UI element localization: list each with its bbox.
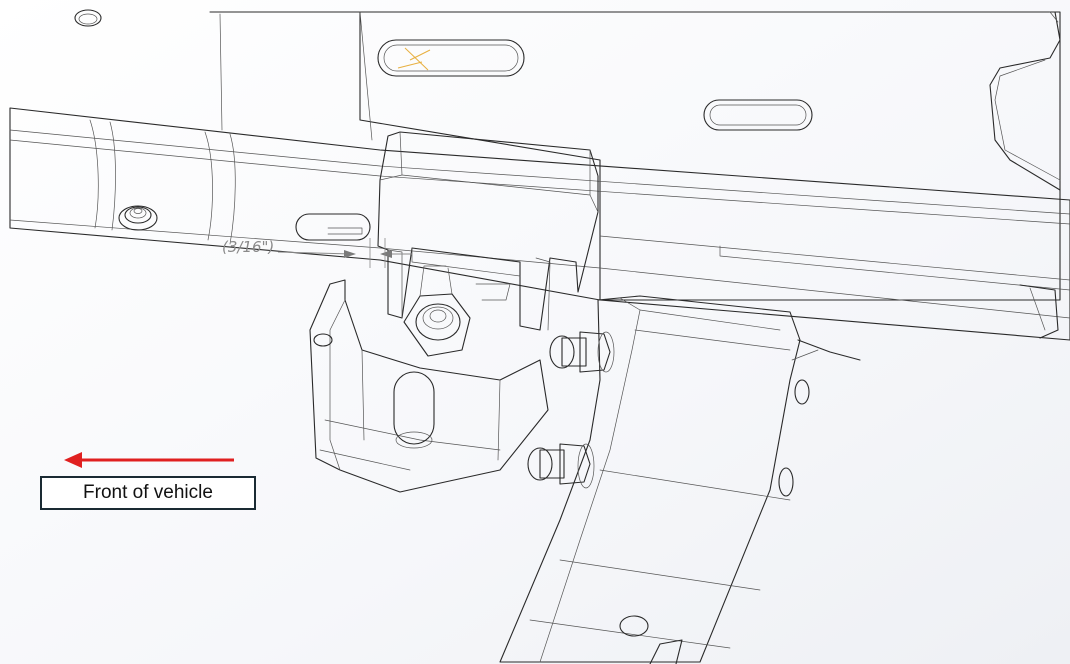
upper-hole bbox=[74, 9, 102, 27]
direction-arrow bbox=[64, 452, 234, 468]
dimension-annotation: (3/16") bbox=[222, 238, 412, 268]
dimension-label: (3/16") bbox=[222, 238, 274, 256]
slot-highlight bbox=[397, 47, 431, 71]
upper-slot-left bbox=[377, 39, 525, 77]
hanger-bracket bbox=[309, 279, 549, 493]
vertical-strap bbox=[499, 295, 861, 664]
upper-slot-right bbox=[703, 99, 813, 131]
hex-bolt bbox=[403, 265, 511, 357]
carriage-bolt-lower bbox=[527, 443, 595, 489]
frame-rail bbox=[9, 107, 1070, 341]
upper-plate bbox=[74, 9, 1061, 301]
weld-nut bbox=[118, 205, 158, 231]
u-bracket bbox=[377, 131, 599, 331]
carriage-bolt-upper bbox=[549, 331, 615, 373]
hanger-slot bbox=[393, 371, 435, 445]
direction-label-box: Front of vehicle bbox=[40, 476, 256, 510]
rail-slot bbox=[295, 213, 371, 241]
direction-label: Front of vehicle bbox=[83, 482, 213, 503]
